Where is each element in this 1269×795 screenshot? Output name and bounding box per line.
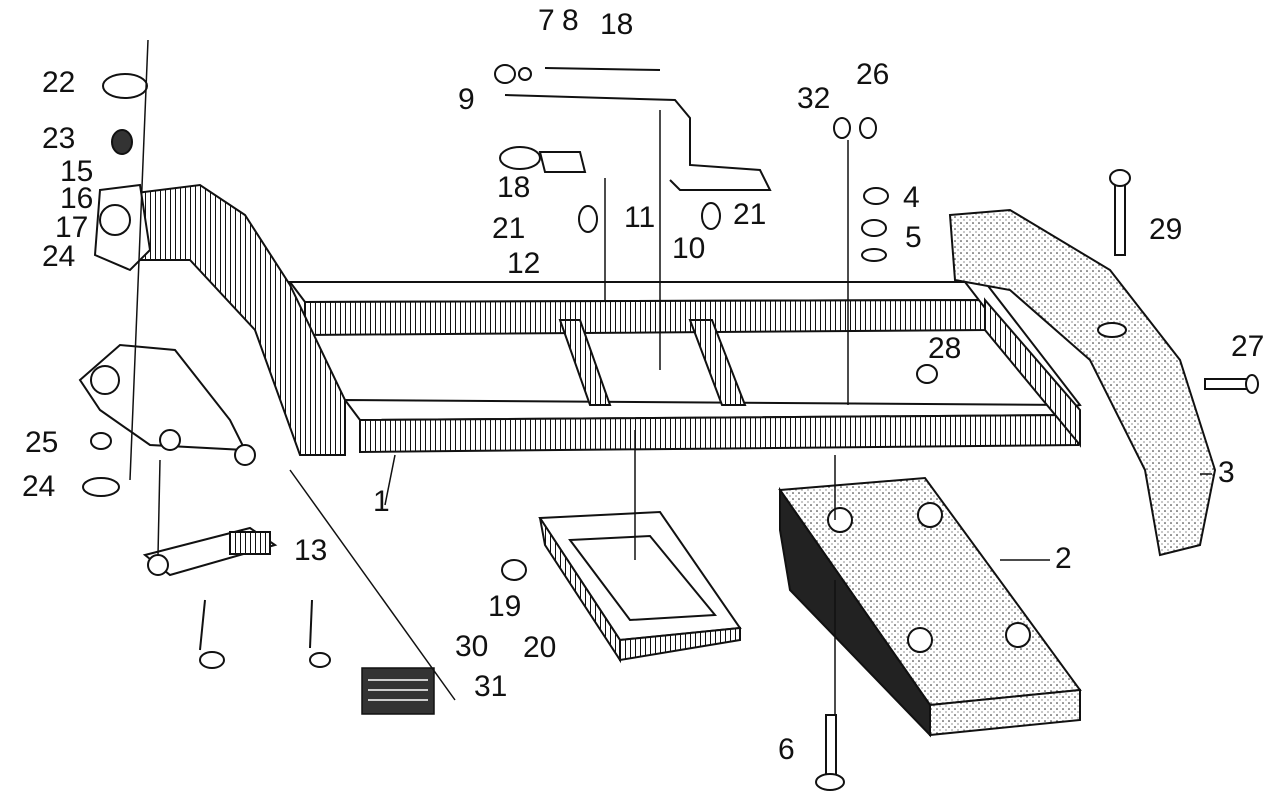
callout-25: 25 <box>25 426 59 459</box>
callout-12: 12 <box>507 247 541 280</box>
callout-24-bottom: 24 <box>22 470 56 503</box>
callout-15: 15 <box>60 155 94 188</box>
lever-assembly <box>142 526 278 577</box>
bolt-6 <box>815 714 845 791</box>
nameplate <box>361 667 435 715</box>
callout-5: 5 <box>905 221 922 254</box>
frame-middle-crossmembers <box>558 319 747 406</box>
mounting-frame <box>538 510 742 664</box>
pedal-bracket <box>499 146 587 173</box>
callout-16: 16 <box>60 182 94 215</box>
callout-18-top: 18 <box>600 8 634 41</box>
callout-29: 29 <box>1149 213 1183 246</box>
callout-22: 22 <box>42 66 76 99</box>
washers-and-nuts <box>82 64 938 581</box>
callout-26: 26 <box>856 58 890 91</box>
callout-1: 1 <box>373 485 390 518</box>
callout-24-top: 24 <box>42 240 76 273</box>
bolt-29 <box>1109 169 1131 256</box>
callout-21-left: 21 <box>492 212 526 245</box>
callout-20: 20 <box>523 631 557 664</box>
frame-rear-rail <box>288 281 988 337</box>
callout-3: 3 <box>1218 456 1235 489</box>
callout-9: 9 <box>458 83 475 116</box>
callout-32: 32 <box>797 82 831 115</box>
callout-7: 7 <box>538 4 555 37</box>
frame-front-rail <box>342 398 1081 454</box>
battery-box <box>778 476 1082 738</box>
callout-17: 17 <box>55 211 89 244</box>
bolt-27 <box>1204 374 1259 394</box>
frame-front-housing <box>78 183 346 466</box>
callout-10: 10 <box>672 232 706 265</box>
callout-18-lower: 18 <box>497 171 531 204</box>
callout-30: 30 <box>455 630 489 663</box>
callout-13: 13 <box>294 534 328 567</box>
callout-11: 11 <box>624 201 656 234</box>
lever-pins <box>199 599 331 669</box>
callout-27: 27 <box>1231 330 1265 363</box>
callout-2: 2 <box>1055 542 1072 575</box>
callout-6: 6 <box>778 733 795 766</box>
callout-28: 28 <box>928 332 962 365</box>
frame-right-crossmember <box>962 281 1082 448</box>
callout-31: 31 <box>474 670 508 703</box>
leader-lines <box>129 39 1212 715</box>
callout-19: 19 <box>488 590 522 623</box>
linkage-rod <box>504 67 772 191</box>
callout-8: 8 <box>562 4 579 37</box>
callout-21-right: 21 <box>733 198 767 231</box>
callout-23: 23 <box>42 122 76 155</box>
counterweight <box>948 208 1217 557</box>
callout-4: 4 <box>903 181 920 214</box>
